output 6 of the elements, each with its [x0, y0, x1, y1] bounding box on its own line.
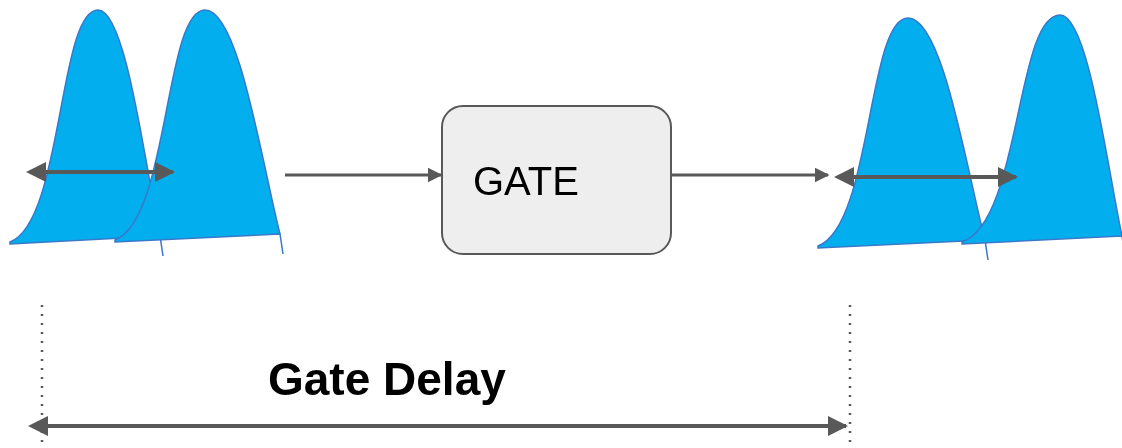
- pulse-waveform-drawing: [8, 8, 286, 258]
- gate-box: [441, 105, 672, 255]
- gate-label: GATE: [473, 159, 579, 203]
- arrow: [672, 167, 830, 183]
- arrow: [285, 167, 443, 183]
- dimension-label: Gate Delay: [268, 352, 506, 406]
